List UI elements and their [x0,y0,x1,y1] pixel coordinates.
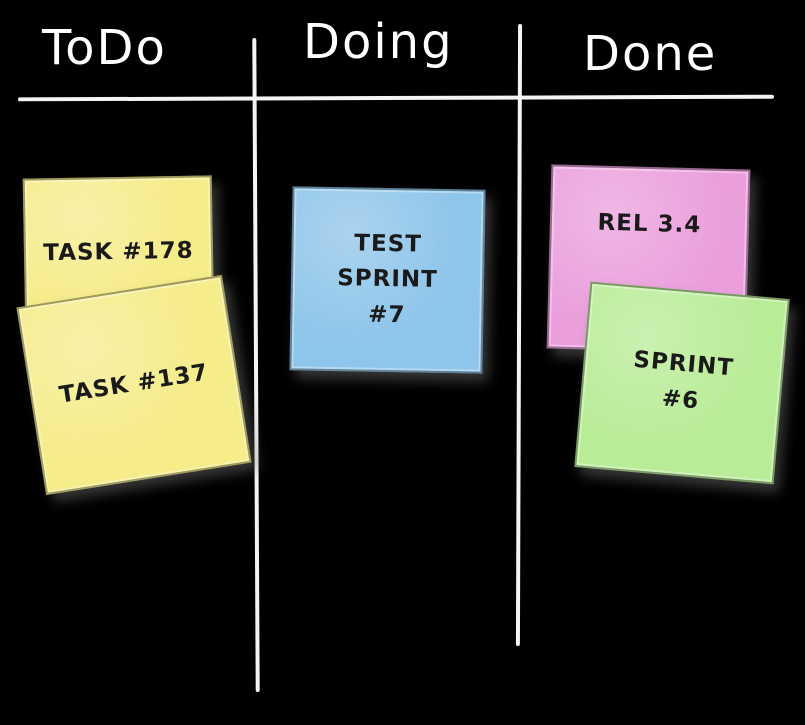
sticky-note-label: REL 3.4 [597,209,702,239]
column-title-todo: ToDo [42,20,167,76]
sticky-note-label: TEST SPRINT #7 [336,229,439,329]
column-divider-line-1 [252,37,260,693]
sticky-note-label: SPRINT #6 [632,347,735,415]
column-title-done: Done [583,26,718,82]
column-divider-line-2 [515,23,523,647]
sticky-note-label: TASK #137 [57,359,211,409]
sticky-note-sprint-6[interactable]: SPRINT #6 [574,281,790,485]
sticky-note-test-sprint-7[interactable]: TEST SPRINT #7 [289,186,486,374]
column-title-doing: Doing [303,14,454,70]
sticky-note-label: TASK #178 [43,237,194,267]
sticky-note-task-137[interactable]: TASK #137 [16,274,252,496]
header-divider-line [17,94,775,102]
